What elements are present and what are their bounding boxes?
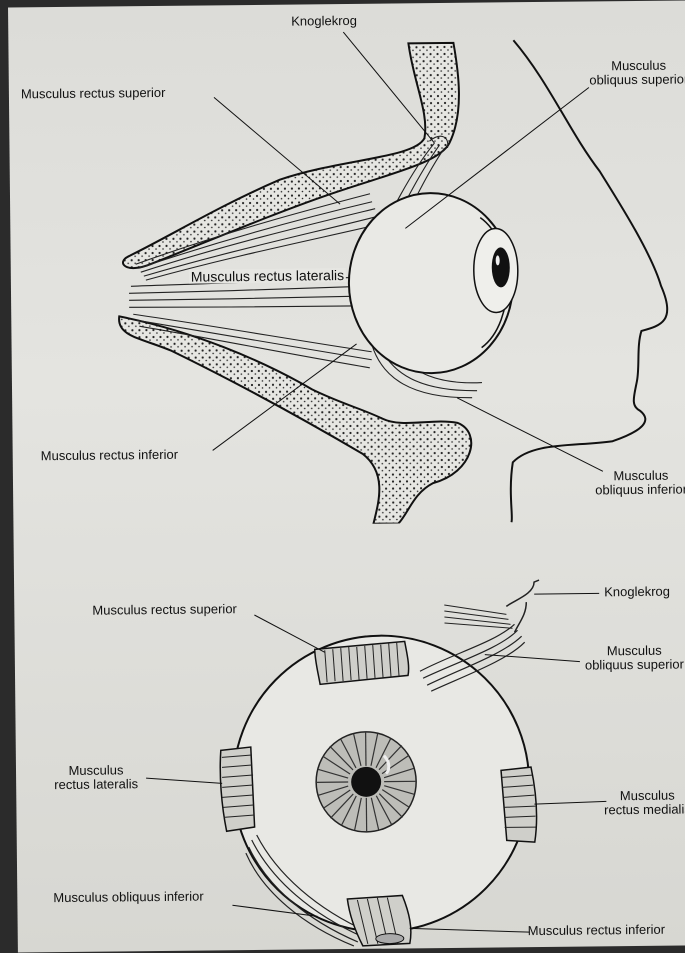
pupil-front [351,767,381,797]
label-rectus-superior-top: Musculus rectus superior [21,86,166,102]
rectus-medialis-front [501,767,537,842]
label-obliquus-inferior-top: Musculus obliquus inferior [591,468,685,497]
label-rectus-lateralis-bottom: Musculus rectus lateralis [46,763,146,792]
label-rectus-medialis-bottom: Musculus rectus medialis [601,788,685,817]
leader-rectus-superior-bottom [254,614,324,653]
label-rectus-superior-bottom: Musculus rectus superior [92,602,237,618]
label-obliquus-superior-bottom-line2: obliquus superior [577,657,685,672]
rectus-lateralis-front [220,747,255,831]
label-rectus-medialis-bottom-line2: rectus medialis [601,802,685,817]
iris [316,731,417,832]
label-rectus-inferior-bottom: Musculus rectus inferior [528,923,665,938]
leader-rectus-medialis-bottom [534,801,606,804]
label-obliquus-inferior-bottom: Musculus obliquus inferior [53,890,203,906]
label-knoglekrog-top: Knoglekrog [291,14,357,29]
leader-knoglekrog-bottom [534,593,599,594]
label-rectus-lateralis-top: Musculus rectus lateralis [189,268,346,284]
leader-obliquus-inferior-top [457,396,603,473]
face-profile [506,39,669,523]
leader-obliquus-inferior-bottom [232,904,317,917]
eyeball-front [232,634,531,933]
obliquus-superior-front [420,624,526,691]
leader-rectus-lateralis-bottom [146,777,222,784]
book-page: Knoglekrog Musculus rectus superior Musc… [8,0,685,952]
label-obliquus-superior-bottom: Musculus obliquus superior [577,643,685,672]
label-obliquus-superior-top: Musculus obliquus superior [584,58,685,87]
leader-obliquus-superior-bottom [485,654,580,663]
leader-rectus-inferior-bottom [410,927,530,933]
label-obliquus-superior-top-line2: obliquus superior [584,72,685,87]
trochlea [444,580,540,633]
obliquus-inferior-front [246,834,368,947]
label-obliquus-inferior-top-line2: obliquus inferior [591,482,685,497]
label-knoglekrog-bottom: Knoglekrog [604,585,670,600]
label-rectus-inferior-top: Musculus rectus inferior [41,448,178,463]
rectus-inferior-front [347,895,411,946]
rectus-superior-front [315,641,409,684]
label-rectus-lateralis-bottom-line2: rectus lateralis [46,777,146,792]
